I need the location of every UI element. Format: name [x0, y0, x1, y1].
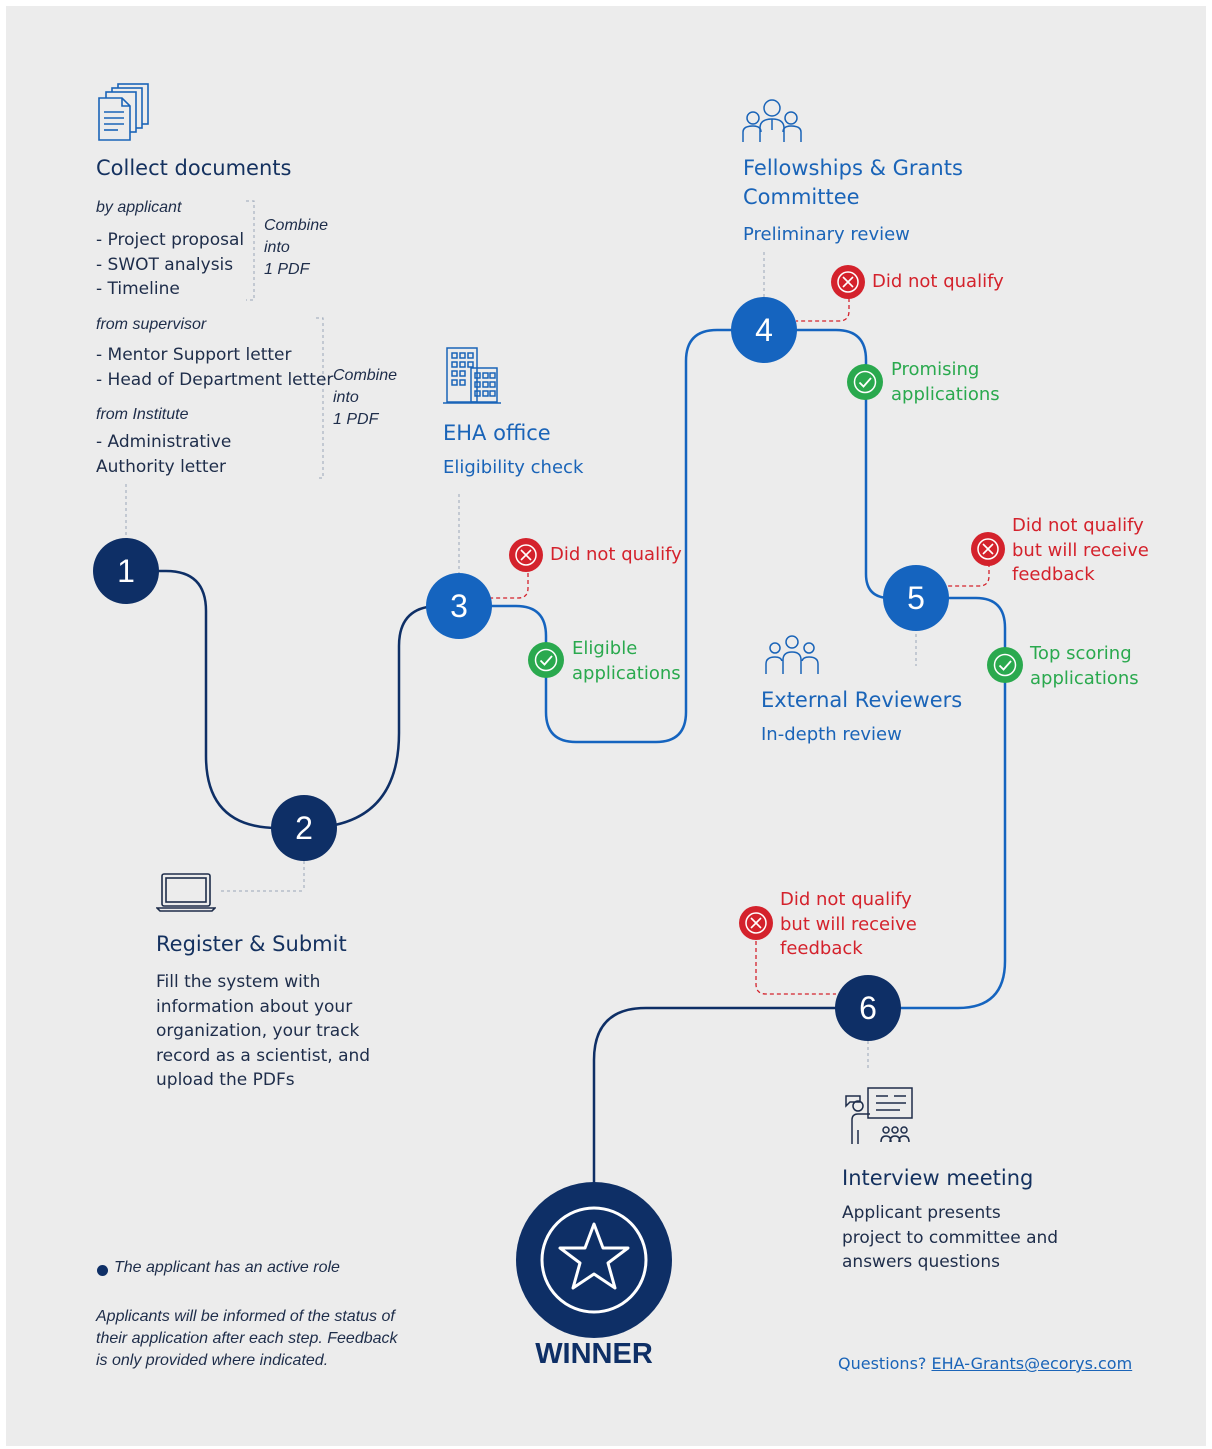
fail-icon: [971, 532, 1005, 566]
committee-subtitle: Preliminary review: [743, 224, 910, 245]
step-4-circle: 4: [731, 297, 797, 363]
interview-description: Applicant presents project to committee …: [842, 1203, 1059, 1272]
path-segment-5-6: [868, 596, 1007, 1010]
documents-icon: [96, 82, 158, 144]
committee-title: Fellowships & Grants Committee: [743, 156, 963, 209]
winner-badge: [516, 1182, 672, 1338]
star-icon: [540, 1206, 648, 1314]
institute-documents-list: - Administrative Authority letter: [96, 432, 232, 477]
bullet-dot: [97, 1265, 108, 1276]
presentation-icon: [844, 1086, 916, 1148]
fail-icon: [831, 265, 865, 299]
register-submit-title: Register & Submit: [156, 932, 347, 956]
eha-office-title: EHA office: [443, 421, 551, 445]
path-segment-4-5: [764, 328, 916, 600]
contact-line: Questions? EHA-Grants@ecorys.com: [838, 1354, 1132, 1373]
step-6-circle: 6: [835, 975, 901, 1041]
office-building-icon: [443, 346, 503, 406]
path-segment-6-winner: [592, 1006, 868, 1186]
check-icon: [528, 642, 564, 678]
step-5-circle: 5: [883, 565, 949, 631]
laptop-icon: [155, 871, 217, 913]
interview-title: Interview meeting: [842, 1166, 1034, 1190]
applicant-documents-list: - Project proposal - SWOT analysis - Tim…: [96, 230, 245, 299]
collect-documents-title: Collect documents: [96, 156, 292, 180]
step-3-circle: 3: [426, 573, 492, 639]
path-segment-3-4: [458, 328, 764, 744]
committee-fail-label: Did not qualify: [872, 271, 1004, 292]
check-icon: [987, 647, 1023, 683]
eha-office-subtitle: Eligibility check: [443, 457, 584, 478]
committee-people-icon: [741, 98, 803, 144]
committee-pass-label: Promising applications: [891, 359, 1000, 405]
combine-note-supervisor: Combine into 1 PDF: [333, 367, 398, 428]
step-2-circle: 2: [271, 795, 337, 861]
combine-note-applicant: Combine into 1 PDF: [264, 217, 329, 278]
fail-icon: [739, 906, 773, 940]
contact-email-link[interactable]: EHA-Grants@ecorys.com: [931, 1354, 1133, 1373]
active-role-note: The applicant has an active role: [114, 1259, 340, 1276]
reviewers-pass-label: Top scoring applications: [1030, 643, 1139, 689]
reviewers-people-icon: [761, 634, 823, 676]
eha-pass-label: Eligible applications: [572, 638, 681, 684]
step-1-circle: 1: [93, 538, 159, 604]
path-segment-1-2-3: [126, 569, 458, 830]
process-path: [125, 200, 1007, 1186]
eha-fail-label: Did not qualify: [550, 544, 682, 565]
external-reviewers-title: External Reviewers: [761, 688, 963, 712]
from-supervisor-label: from supervisor: [96, 316, 207, 333]
external-reviewers-subtitle: In-depth review: [761, 724, 902, 745]
winner-label: WINNER: [535, 1338, 653, 1370]
from-institute-label: from Institute: [96, 406, 189, 423]
contact-label: Questions?: [838, 1354, 927, 1373]
status-note: Applicants will be informed of the statu…: [96, 1308, 398, 1369]
infographic-page: Collect documents by applicant - Project…: [6, 6, 1206, 1446]
reviewers-fail-label: Did not qualify but will receive feedbac…: [1012, 515, 1149, 585]
supervisor-documents-list: - Mentor Support letter - Head of Depart…: [96, 345, 334, 390]
by-applicant-label: by applicant: [96, 199, 182, 216]
fail-icon: [509, 538, 543, 572]
interview-fail-label: Did not qualify but will receive feedbac…: [780, 889, 917, 959]
register-submit-description: Fill the system with information about y…: [156, 972, 371, 1090]
check-icon: [847, 364, 883, 400]
